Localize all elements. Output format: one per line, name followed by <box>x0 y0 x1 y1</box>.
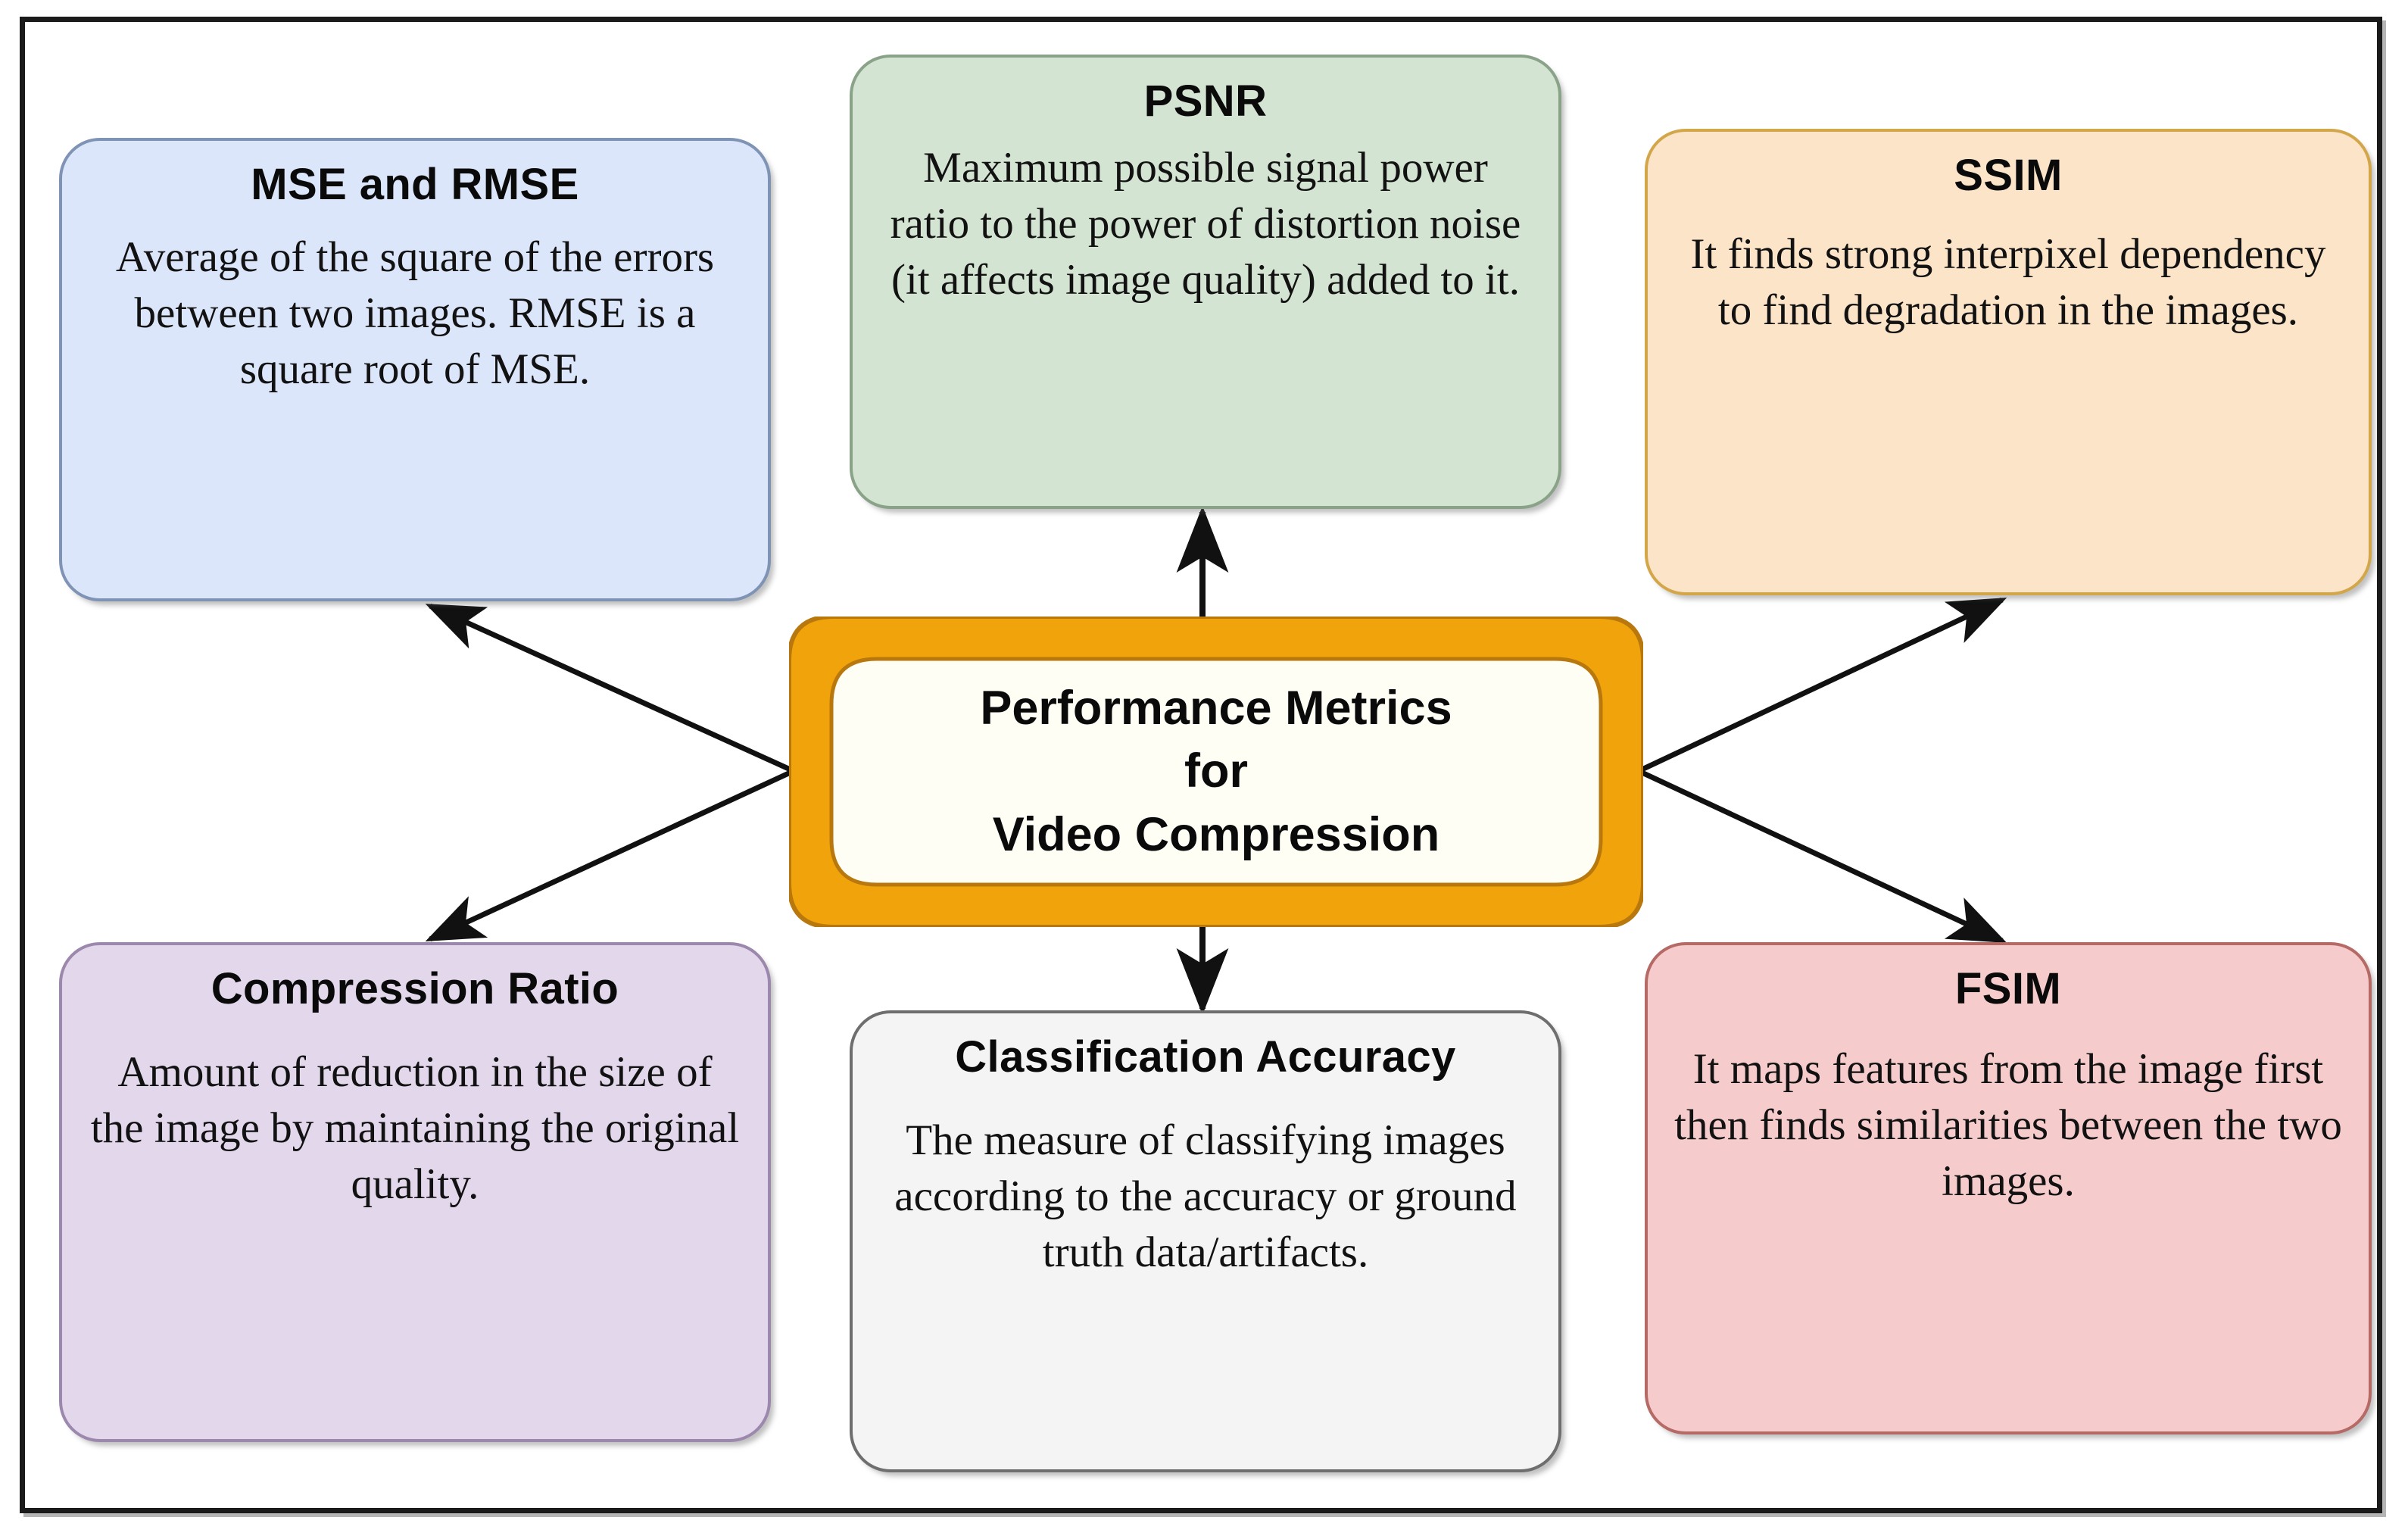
center-node-plaque-shape <box>789 617 1643 927</box>
metric-card-ssim[interactable]: SSIM It finds strong interpixel dependen… <box>1645 129 2372 595</box>
metric-title-fsim: FSIM <box>1954 964 2062 1013</box>
metric-description-mse: Average of the square of the errors betw… <box>115 233 715 394</box>
metric-card-mse[interactable]: MSE and RMSE Average of the square of th… <box>59 138 771 601</box>
metric-title-compression-ratio: Compression Ratio <box>211 964 619 1013</box>
metric-description-ssim: It finds strong interpixel dependency to… <box>1690 229 2326 335</box>
metric-card-psnr[interactable]: PSNR Maximum possible signal power ratio… <box>850 55 1561 509</box>
metric-description-classification-accuracy: The measure of classifying images accord… <box>894 1116 1517 1277</box>
metric-card-classification-accuracy[interactable]: Classification Accuracy The measure of c… <box>850 1010 1561 1472</box>
metric-title-ssim: SSIM <box>1954 151 2063 200</box>
metric-title-psnr: PSNR <box>1143 76 1268 126</box>
center-node-performance-metrics[interactable]: Performance Metrics for Video Compressio… <box>789 617 1643 927</box>
metric-card-fsim[interactable]: FSIM It maps features from the image fir… <box>1645 942 2372 1434</box>
metric-description-fsim: It maps features from the image first th… <box>1674 1044 2342 1206</box>
metric-title-classification-accuracy: Classification Accuracy <box>955 1032 1456 1082</box>
metric-card-compression-ratio[interactable]: Compression Ratio Amount of reduction in… <box>59 942 771 1442</box>
metric-description-compression-ratio: Amount of reduction in the size of the i… <box>90 1047 740 1209</box>
metric-description-psnr: Maximum possible signal power ratio to t… <box>890 143 1521 304</box>
metric-title-mse: MSE and RMSE <box>251 160 579 209</box>
